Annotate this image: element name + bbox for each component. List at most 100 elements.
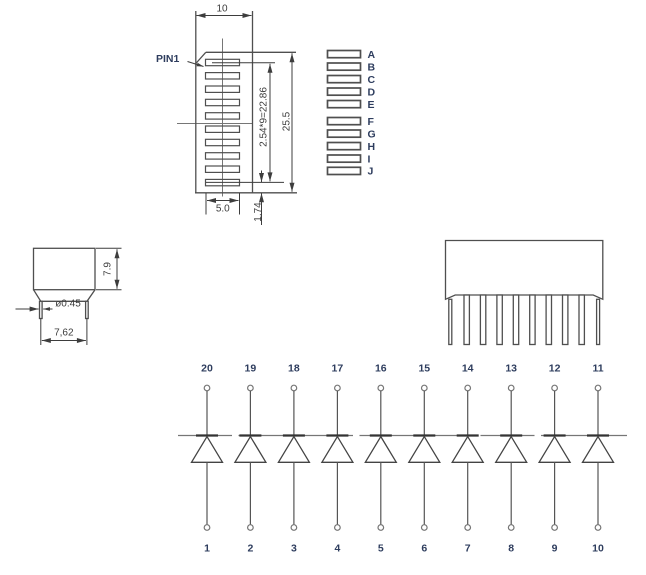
package-pins [448, 294, 601, 346]
bottom-pin-number: 3 [291, 543, 297, 555]
package-pin [595, 298, 601, 346]
front-segment [204, 165, 241, 174]
bottom-terminal-circle [464, 524, 472, 531]
front-view-dimensions: 10 2.54*9=22.86 25.5 1.74 5.0 [196, 4, 295, 225]
bottom-pin-number: 7 [465, 543, 471, 555]
legend-segment-rect [326, 166, 362, 176]
dim-body-height-text: 7.9 [103, 262, 114, 276]
dim-seg-offset-text: 1.74 [253, 202, 264, 222]
package-pin [529, 294, 536, 346]
diode: 156 [407, 363, 441, 555]
top-pin-number: 11 [592, 363, 603, 375]
diode: 11 10 [581, 363, 615, 555]
legend-segment-rect [326, 49, 362, 59]
legend-segment-label: G [368, 128, 376, 140]
legend-segment-label: D [368, 86, 376, 98]
diode: 14 7 [451, 363, 485, 555]
top-terminal-circle [464, 384, 472, 392]
diode: 13 8 [494, 363, 528, 555]
pin1-leader-line [187, 61, 204, 67]
anode-triangle [537, 435, 572, 463]
package-pin [463, 294, 471, 346]
package-body [444, 239, 604, 301]
legend-segment-rect [326, 62, 362, 72]
top-pin-number: 17 [332, 363, 344, 375]
bottom-pin-number: 9 [552, 543, 558, 555]
top-pin-number: 13 [505, 363, 517, 375]
package-pin [479, 294, 487, 346]
front-segment [204, 85, 241, 94]
bottom-terminal-circle [507, 524, 515, 531]
top-terminal-circle [594, 384, 602, 392]
pin1-label: PIN1 [156, 53, 180, 65]
package-pin [512, 294, 520, 346]
diode: 192 [233, 363, 268, 555]
anode-triangle [494, 435, 528, 463]
bottom-terminal-circle [246, 524, 254, 531]
side-base-chamfer [32, 289, 96, 302]
legend-segment-label: H [368, 141, 376, 153]
dim-pin-span-text: 7,62 [54, 328, 74, 339]
package-pin [561, 294, 569, 346]
front-view: PIN1 [156, 11, 297, 197]
anode-triangle [233, 435, 268, 463]
bottom-terminal-circle [203, 524, 211, 531]
bottom-pin-number: 2 [247, 543, 253, 555]
package-pin [545, 294, 553, 346]
top-terminal-circle [246, 384, 254, 392]
bottom-terminal-circle [334, 524, 341, 531]
top-terminal-circle [203, 384, 211, 392]
package-pin [496, 294, 503, 346]
side-view: 7.9 ø0.45 7,62 [15, 247, 122, 345]
legend-segment-rect [326, 74, 362, 84]
anode-triangle [364, 435, 398, 463]
bottom-terminal-circle [551, 524, 558, 531]
front-segment [204, 125, 241, 134]
legend-segment-rect [326, 141, 362, 151]
legend-segment-label: A [368, 49, 376, 61]
top-pin-number: 18 [288, 363, 300, 375]
top-pin-number: 14 [462, 363, 474, 375]
side-pin-right [84, 300, 89, 320]
package-pin [448, 298, 453, 346]
diode: 20 1 [190, 363, 224, 555]
front-segment [204, 98, 241, 107]
bottom-pin-number: 10 [592, 543, 604, 555]
top-terminal-circle [420, 384, 428, 392]
legend-segment-rect [326, 154, 362, 164]
bottom-terminal-circle [594, 524, 602, 531]
bottom-terminal-circle [377, 524, 385, 531]
bottom-pin-number: 6 [421, 543, 427, 555]
bottom-pin-number: 1 [204, 543, 210, 555]
package-pin [578, 294, 586, 346]
legend-segment-rect [326, 99, 362, 109]
legend-segment-label: E [368, 99, 375, 111]
anode-triangle [407, 435, 441, 463]
front-segment [204, 138, 241, 147]
bottom-terminal-circle [290, 524, 298, 531]
diode: 16 5 [364, 363, 398, 555]
side-pin-left [38, 300, 43, 320]
bottom-pin-number: 8 [508, 543, 514, 555]
anode-triangle [451, 435, 485, 463]
top-pin-number: 16 [375, 363, 387, 375]
package-view [444, 239, 604, 346]
front-segments [204, 58, 241, 187]
anode-triangle [320, 435, 355, 463]
side-body [32, 247, 96, 291]
bottom-terminal-circle [420, 524, 428, 531]
dim-seg-width-text: 5.0 [216, 204, 230, 215]
anode-triangle [190, 435, 224, 463]
top-pin-number: 20 [201, 363, 213, 375]
top-terminal-circle [290, 384, 298, 392]
top-terminal-circle [334, 384, 341, 392]
legend-segment-rect [326, 129, 362, 139]
anode-triangle [581, 435, 615, 463]
legend-segment-label: F [368, 116, 375, 128]
front-segment [204, 112, 241, 120]
bottom-pin-number: 5 [378, 543, 384, 555]
